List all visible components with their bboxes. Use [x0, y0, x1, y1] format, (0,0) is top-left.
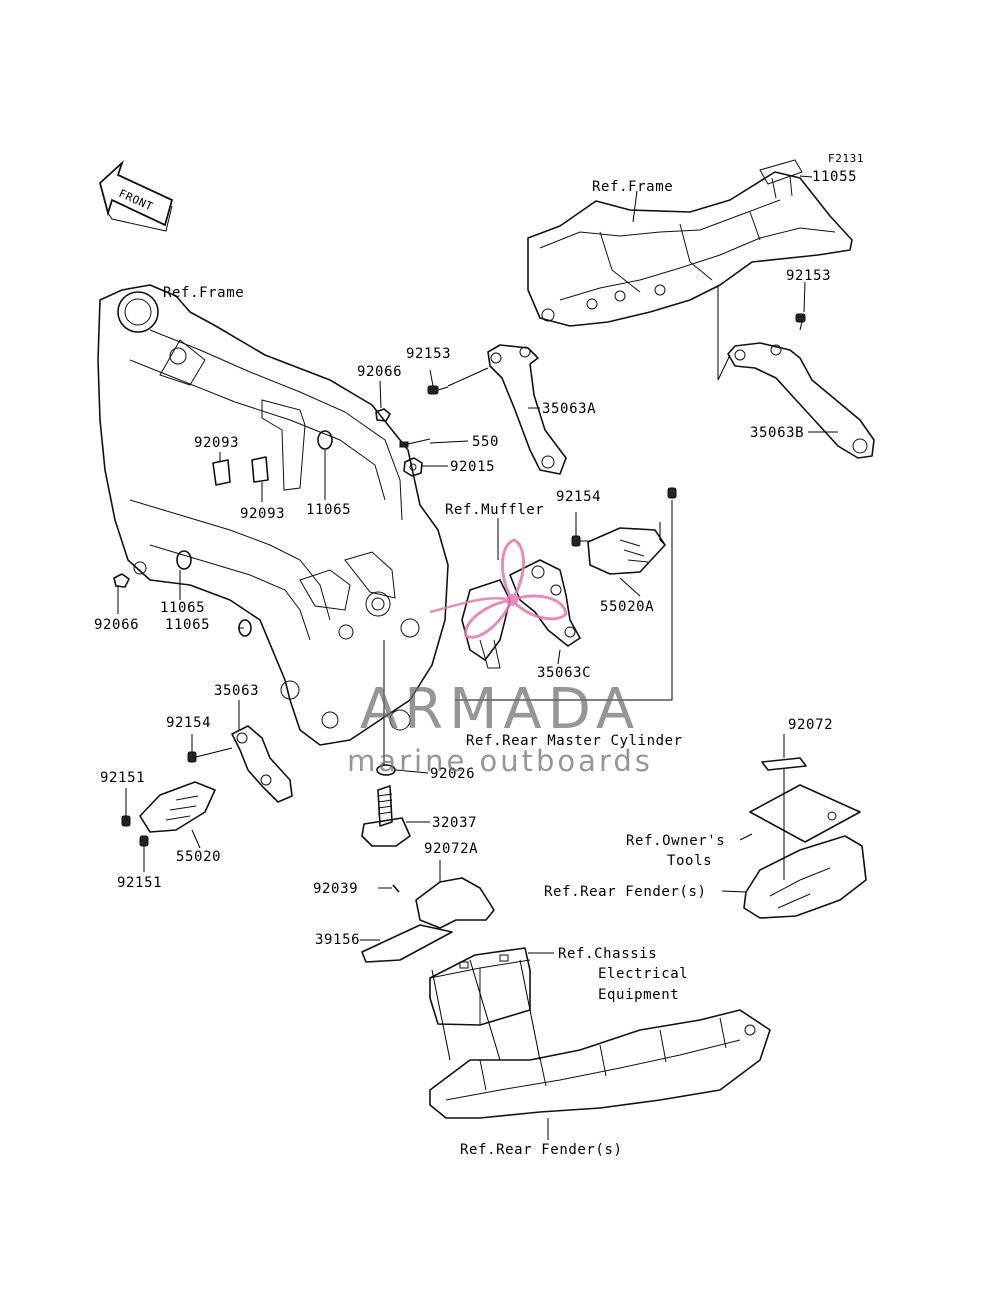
label-35063a: 35063A	[542, 401, 596, 417]
label-ref-chassis-line1: Ref.Chassis	[558, 946, 657, 962]
cap-11065-icon	[317, 430, 333, 450]
strap-92072a-drawing	[415, 877, 495, 929]
cap-11065-icon	[176, 550, 192, 570]
bracket-35063-drawing	[231, 725, 293, 803]
label-55020: 55020	[176, 849, 221, 865]
strap-92072-drawing	[761, 757, 807, 771]
label-92093-lower: 92093	[240, 506, 285, 522]
label-92026: 92026	[430, 766, 475, 782]
rubber-92093-icon	[212, 459, 231, 486]
watermark-brand: ARMADA	[360, 677, 640, 742]
bolt-92153-icon	[795, 313, 806, 331]
label-ref-muffler: Ref.Muffler	[445, 502, 544, 518]
figure-id: F2131	[828, 152, 864, 165]
pin-92039-icon	[392, 884, 400, 893]
label-11065-mid: 11065	[160, 600, 205, 616]
label-11065-low: 11065	[165, 617, 210, 633]
label-ref-frame-left: Ref.Frame	[163, 285, 244, 301]
label-35063: 35063	[214, 683, 259, 699]
label-92039: 92039	[313, 881, 358, 897]
armada-logo-icon	[429, 538, 568, 639]
label-92066-left: 92066	[94, 617, 139, 633]
label-92015: 92015	[450, 459, 495, 475]
label-92151-lower: 92151	[117, 875, 162, 891]
label-ref-rear-master-cylinder: Ref.Rear Master Cylinder	[466, 733, 683, 749]
label-35063b: 35063B	[750, 425, 804, 441]
label-92151-upper: 92151	[100, 770, 145, 786]
label-55020a: 55020A	[600, 599, 654, 615]
label-92093-upper: 92093	[194, 435, 239, 451]
battery-drawing	[429, 947, 531, 1026]
bracket-35063c-drawing	[509, 559, 581, 647]
cap-92066-icon	[113, 573, 130, 588]
label-ref-rear-fender-bottom: Ref.Rear Fender(s)	[460, 1142, 623, 1158]
bolt-550-icon	[399, 438, 431, 448]
bolt-92153-icon	[427, 385, 449, 395]
label-32037: 32037	[432, 815, 477, 831]
collar-92026-icon	[376, 764, 396, 776]
rear-subframe-drawing	[527, 159, 853, 327]
nut-92015-icon	[403, 457, 423, 477]
rear-fender-bottom-drawing	[429, 1009, 771, 1119]
bolt-92151-icon	[139, 835, 149, 847]
label-11065-top: 11065	[306, 502, 351, 518]
rear-master-cylinder-drawing	[461, 579, 511, 669]
label-92072: 92072	[788, 717, 833, 733]
owners-tools-drawing	[749, 784, 861, 843]
label-35063c: 35063C	[537, 665, 591, 681]
front-arrow-icon: FRONT	[98, 160, 174, 232]
label-92066-top: 92066	[357, 364, 402, 380]
bracket-35063b-drawing	[727, 342, 875, 459]
label-ref-rear-fender-right: Ref.Rear Fender(s)	[544, 884, 707, 900]
watermark-tagline: marine outboards	[347, 744, 653, 778]
label-ref-owners-tools-line2: Tools	[667, 853, 712, 869]
bolt-92154-icon	[571, 535, 581, 547]
cap-92066-icon	[375, 408, 391, 422]
label-92154-left: 92154	[166, 715, 211, 731]
heel-guard-55020-drawing	[139, 781, 216, 833]
label-ref-chassis-line3: Equipment	[598, 987, 679, 1003]
bolt-92154-icon	[187, 751, 197, 763]
bracket-35063a-drawing	[487, 344, 567, 475]
label-92072a: 92072A	[424, 841, 478, 857]
label-11055: 11055	[812, 169, 857, 185]
bolt-92154-icon	[667, 487, 677, 499]
main-frame-drawing	[97, 284, 449, 746]
plate-39156-drawing	[361, 924, 453, 963]
heel-guard-55020a-drawing	[587, 527, 666, 575]
label-ref-chassis-line2: Electrical	[598, 966, 688, 982]
label-92154-right: 92154	[556, 489, 601, 505]
rear-fender-right-drawing	[743, 835, 867, 919]
label-92153-right: 92153	[786, 268, 831, 284]
bolt-92151-icon	[121, 815, 131, 827]
label-ref-frame-top: Ref.Frame	[592, 179, 673, 195]
label-92153-center: 92153	[406, 346, 451, 362]
label-39156: 39156	[315, 932, 360, 948]
label-ref-owners-tools-line1: Ref.Owner's	[626, 833, 725, 849]
adjuster-32037-drawing	[361, 785, 411, 847]
label-550: 550	[472, 434, 499, 450]
rubber-92093-icon	[251, 456, 269, 483]
